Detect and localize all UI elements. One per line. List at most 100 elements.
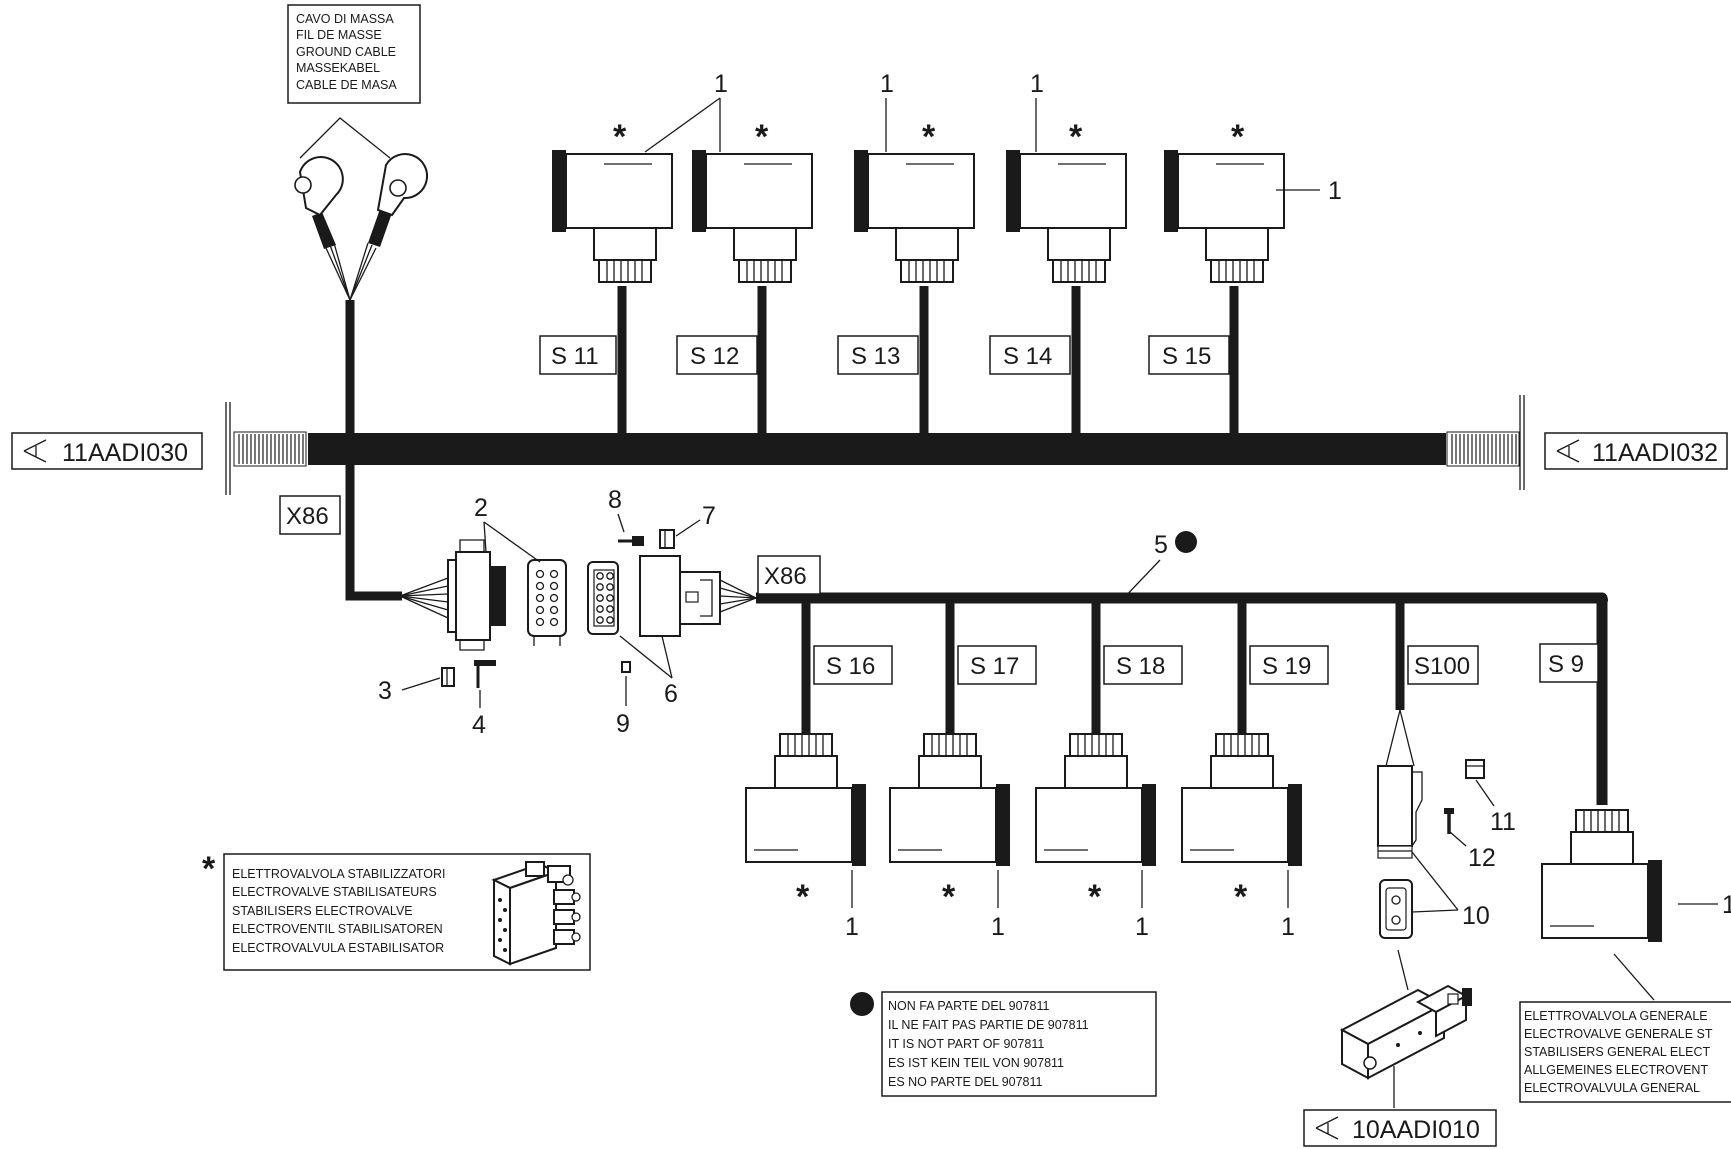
stabilizer-note-line-1: ELETTROVALVOLA STABILIZZATORI — [232, 867, 445, 881]
top-callouts: 1 1 1 1 — [644, 70, 1342, 205]
tag-s12: S 12 — [690, 343, 739, 370]
valve-s17 — [889, 733, 1011, 867]
receptacle-right — [587, 555, 721, 637]
callout-1-top-c: 1 — [1030, 70, 1044, 98]
ground-note-line-2: FIL DE MASSE — [296, 28, 382, 42]
connector-callouts: 2 3 4 5 6 7 8 9 — [378, 486, 1197, 739]
general-note-line-2: ELECTROVALVE GENERALE ST — [1524, 1027, 1713, 1041]
tag-s13: S 13 — [851, 343, 900, 370]
valve-s19 — [1181, 733, 1303, 867]
general-note-leader — [1613, 953, 1655, 1001]
asterisk-s15: * — [1231, 118, 1245, 156]
x86-left-tag: X86 — [279, 495, 341, 535]
x86-right-label: X86 — [764, 563, 807, 590]
valve-s13 — [853, 149, 975, 283]
tag-s19: S 19 — [1262, 653, 1311, 680]
bottom-callouts: 1 1 1 1 1 — [845, 870, 1731, 941]
callout-1-bot-e: 1 — [1722, 891, 1731, 919]
stabilizer-note-line-4: ELECTROVENTIL STABILISATOREN — [232, 922, 443, 936]
ground-note-leader — [299, 117, 391, 159]
tag-s17: S 17 — [970, 653, 1019, 680]
asterisk-s13: * — [922, 118, 936, 156]
tag-s15: S 15 — [1162, 343, 1211, 370]
tag-s11: S 11 — [551, 343, 599, 370]
switch-leader — [1397, 949, 1409, 991]
general-note-line-5: ELECTROVALVULA GENERAL — [1524, 1081, 1700, 1095]
ground-cable-note: CAVO DI MASSA FIL DE MASSE GROUND CABLE … — [287, 4, 421, 104]
valve-s9 — [1541, 809, 1663, 943]
asterisk-s17: * — [942, 878, 956, 916]
asterisk-s16: * — [796, 878, 810, 916]
not-part-marker — [850, 992, 874, 1016]
callout-1-bot-b: 1 — [991, 913, 1005, 941]
not-part-line-4: ES IST KEIN TEIL VON 907811 — [888, 1056, 1064, 1070]
asterisk-s18: * — [1088, 878, 1102, 916]
ref-right-label: 11AADI032 — [1592, 439, 1718, 467]
asterisk-s19: * — [1234, 878, 1248, 916]
stabilizer-note-line-3: STABILISERS ELECTROVALVE — [232, 904, 413, 918]
callout-7: 7 — [702, 502, 716, 530]
ground-note-line-1: CAVO DI MASSA — [296, 12, 394, 26]
callout-4: 4 — [472, 711, 486, 739]
pressure-switch-connector — [1377, 709, 1485, 939]
valve-s18 — [1035, 733, 1157, 867]
top-tags: S 11 S 12 S 13 S 14 S 15 — [539, 335, 1230, 375]
not-part-marker-5 — [1175, 531, 1197, 553]
tag-s16: S 16 — [826, 653, 875, 680]
callout-2: 2 — [474, 494, 488, 522]
wire-fan-right — [719, 579, 757, 613]
valve-s12 — [691, 149, 813, 283]
callout-1-top-d: 1 — [1328, 177, 1342, 205]
right-harness — [756, 592, 1608, 805]
callout-1-bot-d: 1 — [1281, 913, 1295, 941]
general-note-line-4: ALLGEMEINES ELECTROVENT — [1524, 1063, 1708, 1077]
callout-6: 6 — [664, 680, 678, 708]
general-note-line-1: ELETTROVALVOLA GENERALE — [1524, 1009, 1708, 1023]
pressure-switch-body — [1339, 984, 1472, 1108]
x86-branch-wire — [345, 450, 402, 601]
callout-12: 12 — [1468, 844, 1496, 872]
not-part-line-5: ES NO PARTE DEL 907811 — [888, 1075, 1043, 1089]
not-part-line-3: IT IS NOT PART OF 907811 — [888, 1037, 1044, 1051]
not-part-line-1: NON FA PARTE DEL 907811 — [888, 999, 1049, 1013]
ground-note-line-5: CABLE DE MASA — [296, 78, 397, 92]
callout-1-top-a: 1 — [714, 70, 728, 98]
main-harness — [225, 395, 1525, 495]
callout-10: 10 — [1462, 902, 1490, 930]
ring-terminal-left — [298, 156, 344, 217]
valve-s11 — [551, 149, 673, 283]
callout-5: 5 — [1154, 531, 1168, 559]
small-parts — [441, 529, 675, 688]
asterisk-s14: * — [1069, 118, 1083, 156]
callout-8: 8 — [608, 486, 622, 514]
asterisk-s12: * — [755, 118, 769, 156]
top-asterisks: * * * * * — [613, 118, 1245, 156]
not-part-note: NON FA PARTE DEL 907811 IL NE FAIT PAS P… — [850, 991, 1157, 1097]
bottom-asterisks: * * * * — [796, 878, 1248, 916]
ref-left-label: 11AADI030 — [62, 439, 188, 467]
stabilizer-note-line-5: ELECTROVALVULA ESTABILISATOR — [232, 941, 444, 955]
ground-cable — [294, 153, 429, 440]
general-note-line-3: STABILISERS GENERAL ELECT — [1524, 1045, 1711, 1059]
ref-left[interactable]: 11AADI030 — [11, 432, 203, 470]
asterisk-s11: * — [613, 118, 627, 156]
x86-right-tag: X86 — [757, 555, 821, 595]
callout-1-bot-c: 1 — [1135, 913, 1149, 941]
plug-housing-left — [447, 539, 506, 651]
stabilizer-note: * ELETTROVALVOLA STABILIZZATORI ELECTROV… — [202, 850, 591, 971]
wire-fan-left — [399, 577, 449, 619]
callout-1-bot-a: 1 — [845, 913, 859, 941]
callout-11: 11 — [1490, 808, 1516, 836]
valve-s15 — [1163, 149, 1285, 283]
callout-9: 9 — [616, 710, 630, 738]
stabilizer-note-line-2: ELECTROVALVE STABILISATEURS — [232, 885, 437, 899]
not-part-line-2: IL NE FAIT PAS PARTIE DE 907811 — [888, 1018, 1089, 1032]
ref-bottom[interactable]: 10AADI010 — [1303, 1109, 1497, 1147]
ref-bottom-label: 10AADI010 — [1352, 1116, 1480, 1144]
top-branches — [617, 286, 1239, 434]
bottom-tags: S 16 S 17 S 18 S 19 S100 S 9 — [813, 643, 1599, 685]
valve-s16 — [745, 733, 867, 867]
tag-s9: S 9 — [1548, 651, 1584, 678]
ref-right[interactable]: 11AADI032 — [1544, 432, 1728, 470]
